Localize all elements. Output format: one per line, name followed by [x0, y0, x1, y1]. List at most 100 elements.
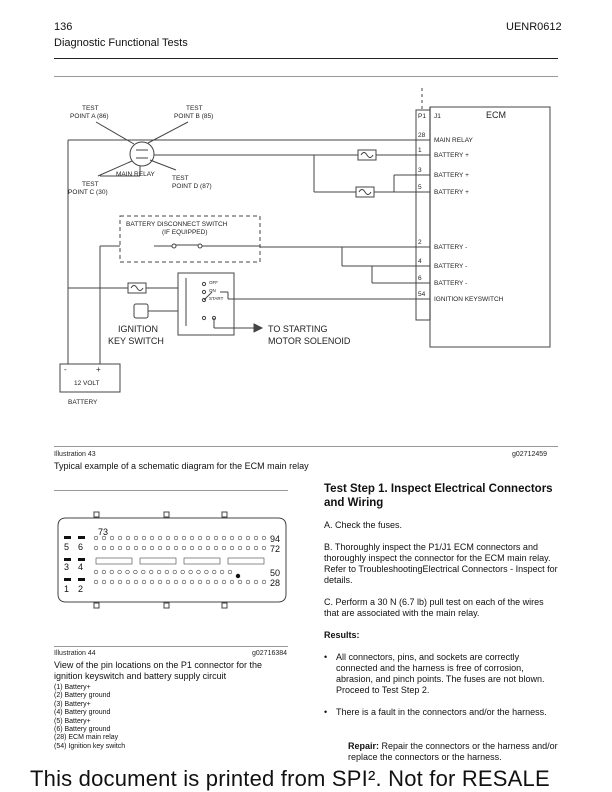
ecm-pin-number: 28 — [418, 132, 426, 139]
connector-pin — [141, 545, 147, 551]
test-point-d-sub: POINT D (87) — [172, 183, 212, 190]
connector-pin — [157, 535, 163, 541]
connector-pin — [213, 535, 219, 541]
section-title: Diagnostic Functional Tests — [54, 37, 188, 49]
ecm-main-relay-schematic: TEST POINT A (86) TEST POINT B (85) MAIN… — [59, 88, 551, 406]
pin-1-label: 1 — [64, 584, 69, 594]
legend-item: (6) Battery ground — [54, 726, 111, 734]
step-a: A. Check the fuses. — [324, 520, 403, 530]
connector-pin — [172, 569, 177, 575]
connector-pin — [181, 545, 187, 551]
connector-pin — [221, 579, 227, 585]
connector-pin — [133, 545, 139, 551]
ecm-pin-function-label: BATTERY + — [434, 189, 469, 196]
battery-sub: BATTERY — [68, 399, 98, 406]
connector-pin — [117, 579, 123, 585]
connector-pin — [189, 535, 195, 541]
connector-pin — [197, 579, 203, 585]
connector-pin — [213, 579, 219, 585]
illustration-43-bottom-rule — [54, 446, 558, 447]
starting-sub: MOTOR SOLENOID — [268, 336, 351, 346]
connector-pin — [261, 579, 267, 585]
starting-label: TO STARTING — [268, 324, 328, 334]
connector-pin — [237, 545, 243, 551]
connector-pin — [181, 535, 187, 541]
result-1-bullet: • — [324, 652, 328, 662]
switch-start-label: START — [209, 296, 224, 301]
connector-pin — [117, 545, 123, 551]
pin-5-label: 5 — [64, 542, 69, 552]
connector-pin — [101, 535, 107, 541]
illustration-43-id: Illustration 43 — [54, 451, 96, 458]
connector-pin — [253, 579, 259, 585]
connector-pin — [189, 545, 195, 551]
pin-73-label: 73 — [98, 527, 108, 537]
result-1-text: All connectors, pins, and sockets are co… — [336, 652, 545, 695]
repair-text: Repair the connectors or the harness and… — [348, 741, 558, 762]
connector-pin — [237, 579, 243, 585]
pin-6-label: 6 — [78, 542, 83, 552]
pin-94-label: 94 — [270, 534, 280, 544]
connector-pin — [245, 545, 251, 551]
p1-connector-body — [415, 109, 431, 321]
pin-50-label: 50 — [270, 568, 280, 578]
illustration-43-code: g02712459 — [512, 451, 548, 458]
connector-pin — [101, 545, 107, 551]
pin-72-label: 72 — [270, 544, 280, 554]
main-relay-label: MAIN RELAY — [116, 171, 156, 178]
pin-2-label: 2 — [78, 584, 83, 594]
connector-pin — [253, 535, 259, 541]
connector-pin — [205, 545, 211, 551]
header-rule — [54, 58, 558, 59]
connector-pin — [197, 535, 203, 541]
connector-pin — [109, 579, 115, 585]
connector-pin — [164, 569, 169, 575]
connector-pin — [141, 535, 147, 541]
connector-pin — [189, 579, 195, 585]
main-relay-symbol — [129, 141, 155, 167]
connector-pin — [149, 545, 155, 551]
connector-pin — [181, 579, 187, 585]
illustration-44-id: Illustration 44 — [54, 650, 96, 657]
connector-pin — [261, 535, 267, 541]
connector-pin — [157, 545, 163, 551]
test-point-b-label: TEST — [186, 105, 203, 112]
connector-pin — [253, 545, 259, 551]
connector-pin — [133, 535, 139, 541]
ecm-pin-function-label: BATTERY + — [434, 172, 469, 179]
connector-pin — [220, 569, 225, 575]
ecm-pin-number: 2 — [418, 239, 422, 246]
connector-pin — [237, 535, 243, 541]
ignition-key-switch-box — [177, 272, 235, 336]
illustration-43-top-rule — [54, 76, 558, 77]
ecm-pin-function-label: BATTERY - — [434, 244, 467, 251]
connector-pin — [205, 579, 211, 585]
p1-label: P1 — [418, 113, 426, 120]
connector-slot — [95, 557, 133, 565]
test-step-title: Test Step 1. Inspect Electrical Connecto… — [324, 483, 553, 509]
switch-on-label: ON — [209, 288, 216, 293]
connector-pin — [157, 579, 163, 585]
legend-item: (54) Ignition key switch — [54, 742, 126, 750]
connector-pin — [213, 545, 219, 551]
pin-28-label: 28 — [270, 578, 280, 588]
connector-slot — [139, 557, 177, 565]
connector-pin — [205, 535, 211, 541]
connector-pin — [109, 545, 115, 551]
battery-minus-label: - — [64, 365, 67, 374]
switch-off-label: OFF — [209, 280, 218, 285]
connector-pin — [125, 569, 130, 575]
test-point-a-sub: POINT A (86) — [70, 113, 109, 120]
illustration-44-top-rule — [54, 490, 288, 491]
repair-note: Repair: Repair the connectors or the har… — [348, 741, 558, 763]
connector-pin — [245, 535, 251, 541]
connector-pin — [149, 535, 155, 541]
ignition-sub: KEY SWITCH — [108, 336, 164, 346]
connector-pin — [109, 569, 114, 575]
ecm-pin-number: 3 — [418, 167, 422, 174]
j1-label: J1 — [434, 113, 441, 120]
connector-pin — [165, 545, 171, 551]
watermark: This document is printed from SPI². Not … — [30, 766, 550, 791]
results-label: Results: — [324, 630, 360, 640]
connector-pin — [221, 535, 227, 541]
